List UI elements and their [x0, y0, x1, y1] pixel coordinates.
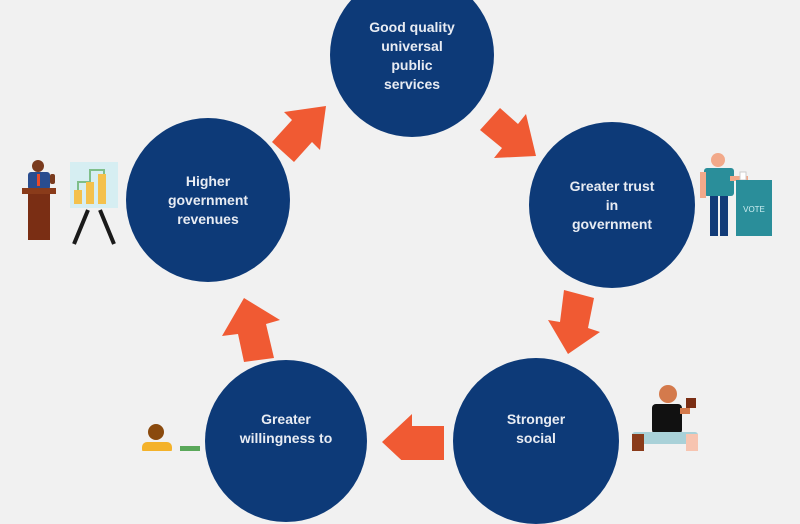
node-label: Higher government revenues [167, 172, 249, 227]
node-higher-government-revenues: Higher government revenues [126, 118, 290, 282]
node-greater-trust-in-government: Greater trust in government [529, 122, 695, 288]
voter-ballot-box-icon: VOTE [700, 153, 772, 236]
node-label: Greater willingness to [239, 411, 333, 446]
arrow-services-to-trust [480, 108, 536, 158]
arrow-trust-to-social [548, 290, 600, 354]
arrow-social-to-willingness [382, 414, 444, 460]
arrow-revenues-to-services [272, 106, 326, 162]
node-greater-willingness: Greater willingness to [205, 360, 367, 522]
speaker-at-podium-icon [22, 160, 56, 240]
node-good-quality-public-services: Good quality universal public services [330, 0, 494, 137]
arrow-willingness-to-revenues [222, 298, 280, 362]
node-label: Greater trust in government [569, 177, 655, 232]
ballot-box-label: VOTE [743, 205, 765, 214]
cycle-diagram: Good quality universal public services G… [22, 0, 772, 524]
person-icon [142, 424, 200, 451]
node-label: Stronger social [506, 411, 566, 446]
node-stronger-social: Stronger social [453, 358, 619, 524]
person-at-table-icon [632, 385, 698, 451]
bar-chart-easel-icon [70, 162, 118, 245]
node-label: Good quality universal public services [369, 19, 455, 92]
